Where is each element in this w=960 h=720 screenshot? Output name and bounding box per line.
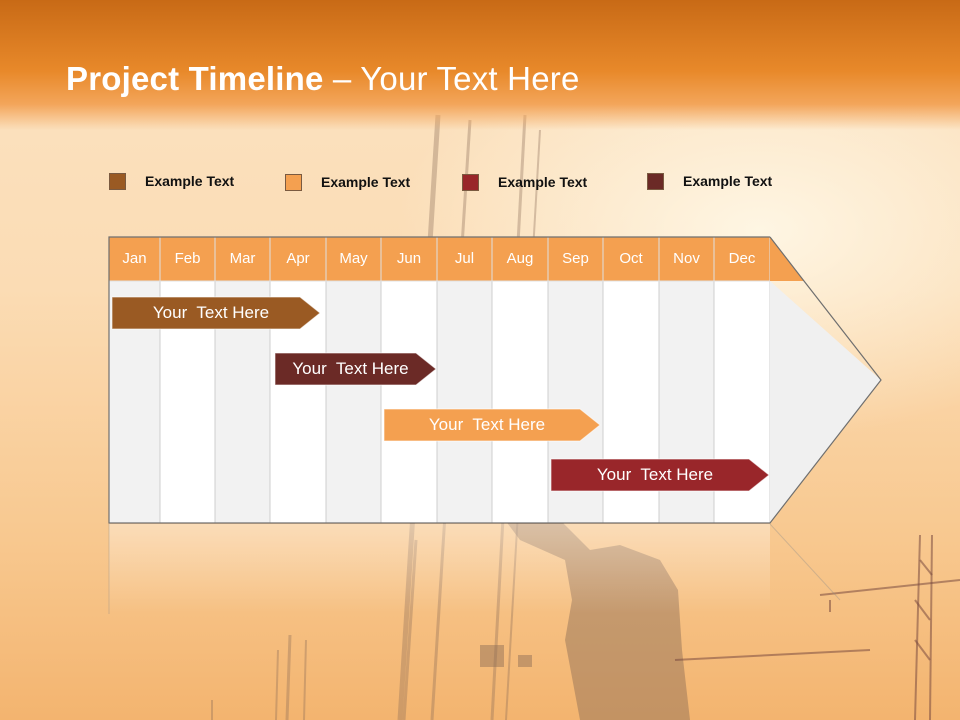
task-bar-2 <box>274 352 437 386</box>
legend-label-1: Example Text <box>145 173 235 189</box>
reflection-edge-diagonal <box>769 523 841 601</box>
task-label-1: Your Text Here <box>152 303 270 322</box>
month-label-apr: Apr <box>286 250 310 267</box>
month-label-oct: Oct <box>619 250 643 267</box>
title-separator: – <box>323 60 361 97</box>
month-label-feb: Feb <box>174 250 201 267</box>
legend-swatch-3 <box>462 173 479 191</box>
month-header-cell-oct <box>602 236 660 282</box>
month-label-sep: Sep <box>562 250 589 267</box>
month-label-dec: Dec <box>728 250 756 267</box>
legend-swatch-1 <box>109 172 126 190</box>
month-label-jun: Jun <box>396 250 422 267</box>
month-column-may <box>325 280 382 524</box>
timeline-reflection <box>109 524 770 614</box>
legend-item-1: Example Text <box>109 170 234 192</box>
month-label-mar: Mar <box>229 250 256 267</box>
month-label-may: May <box>339 250 368 267</box>
month-label-jul: Jul <box>454 250 475 267</box>
task-bars <box>111 296 770 492</box>
month-header-cell-jun <box>380 236 438 282</box>
month-header-cell-may <box>325 236 382 282</box>
task-bar-3 <box>383 408 601 442</box>
legend-label-2: Example Text <box>321 174 411 190</box>
task-bar-4 <box>550 458 770 492</box>
month-label-nov: Nov <box>673 250 700 267</box>
task-label-3: Your Text Here <box>428 415 546 434</box>
title-banner <box>0 0 960 130</box>
legend-label-4: Example Text <box>683 173 773 189</box>
legend-swatch-4 <box>647 172 664 190</box>
month-header-cell-mar <box>214 236 271 282</box>
page-title: Project Timeline – Your Text Here <box>66 60 580 98</box>
month-column-jul <box>436 280 493 524</box>
legend-label-3: Example Text <box>498 174 588 190</box>
legend-item-2: Example Text <box>285 171 410 193</box>
month-column-jun <box>380 280 438 524</box>
legend-item-3: Example Text <box>462 171 587 193</box>
month-label-jan: Jan <box>122 250 147 267</box>
task-label-4: Your Text Here <box>596 465 714 484</box>
arrowhead <box>770 281 881 523</box>
month-column-aug <box>491 280 549 524</box>
month-header-cell-sep <box>547 236 604 282</box>
title-subtext: Your Text Here <box>360 60 580 97</box>
title-bold: Project Timeline <box>66 60 324 97</box>
legend-item-4: Example Text <box>647 170 772 192</box>
task-label-2: Your Text Here <box>292 359 409 378</box>
month-header-cell-dec <box>713 236 771 282</box>
month-header-cell-jan <box>108 236 161 282</box>
timeline-outline <box>108 236 882 524</box>
month-label-aug: Aug <box>506 250 534 267</box>
legend-swatch-2 <box>285 173 302 191</box>
task-bar-1 <box>111 296 321 330</box>
